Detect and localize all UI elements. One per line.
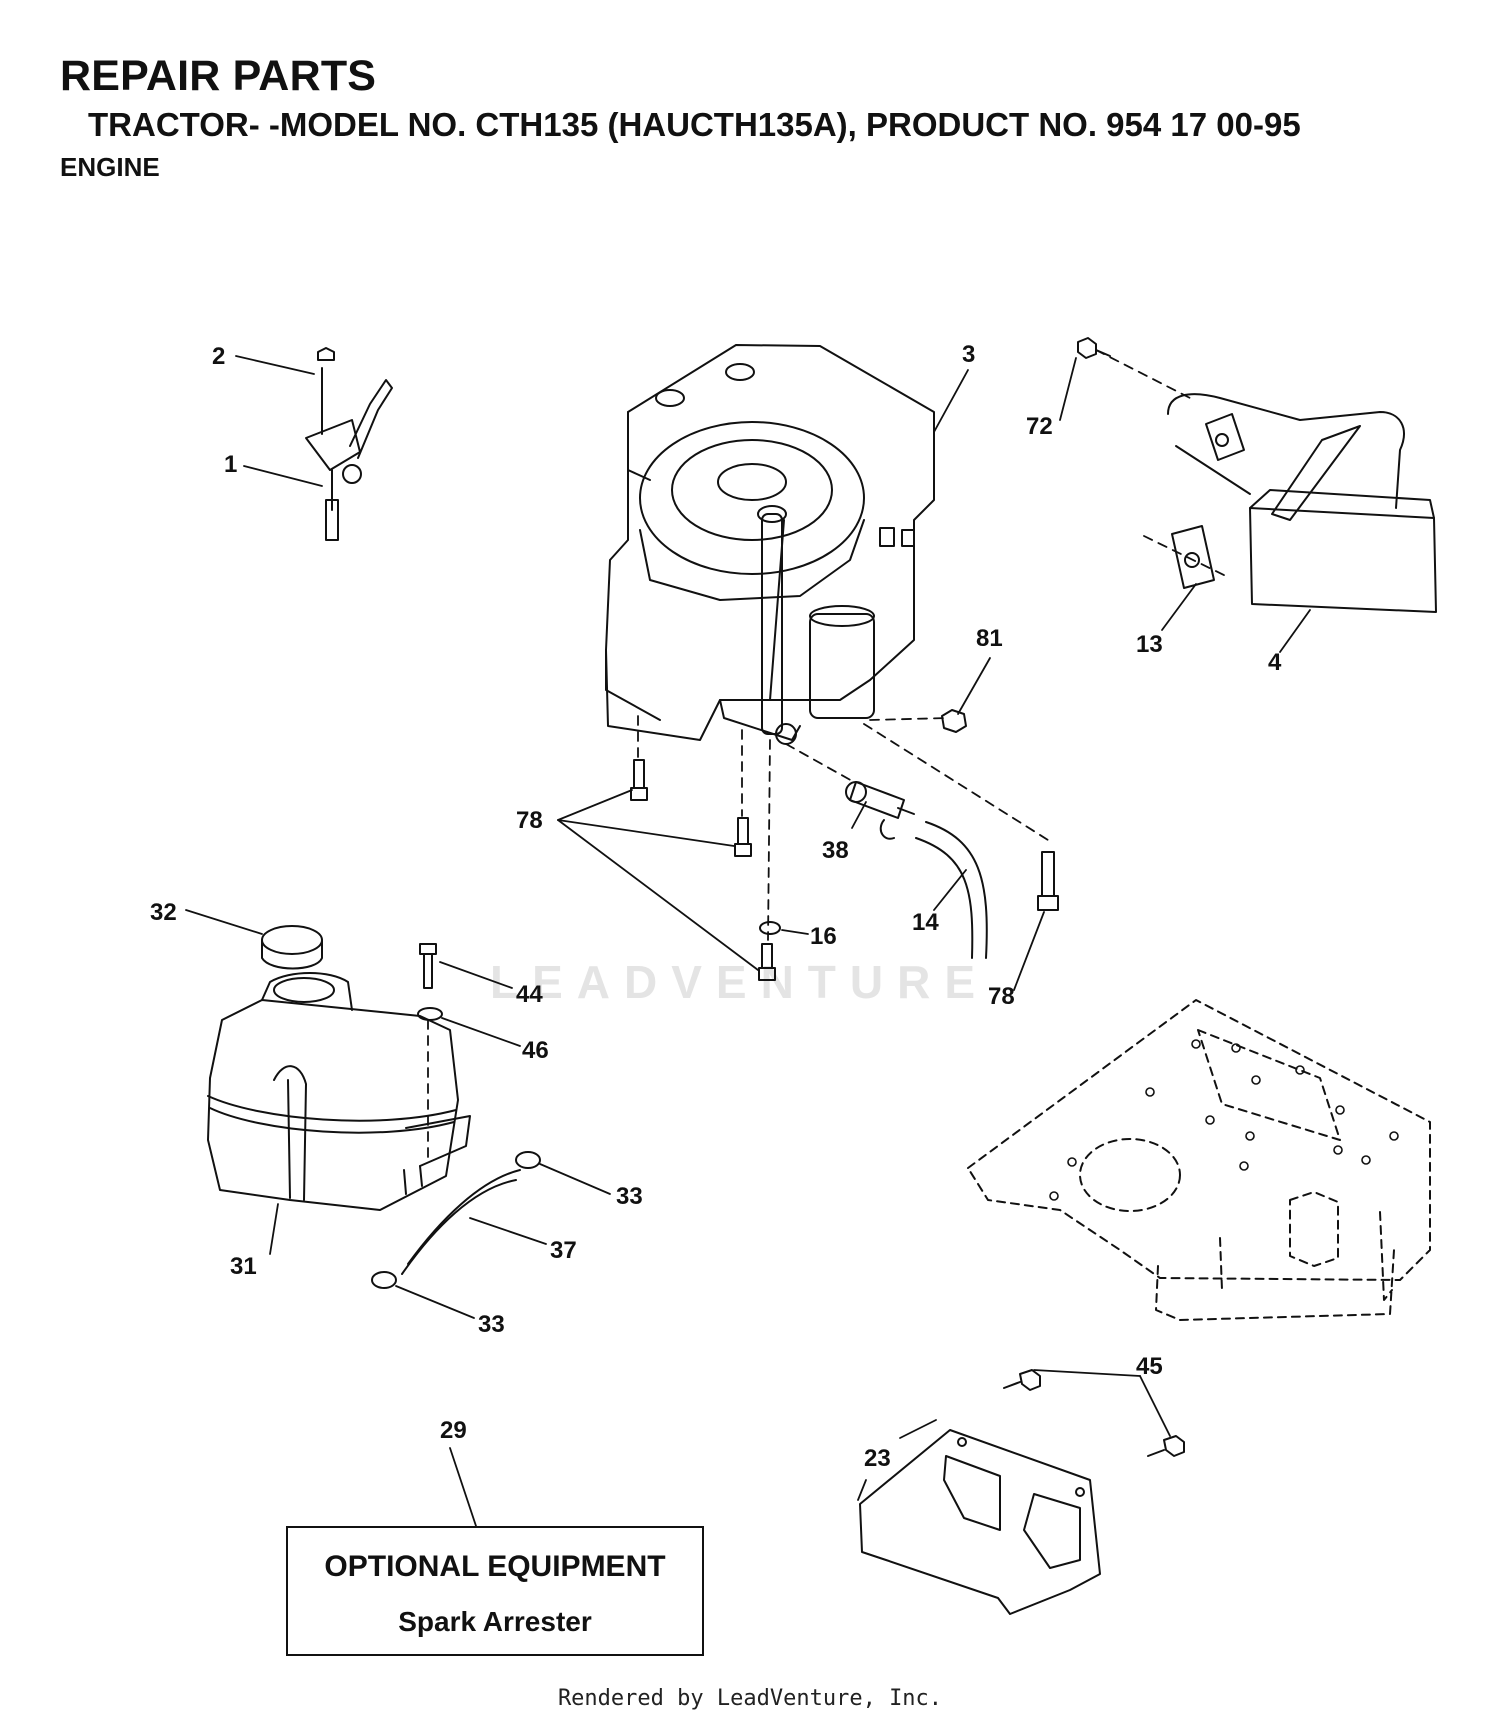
callout-29: 29 xyxy=(440,1417,467,1444)
callout-3: 3 xyxy=(962,341,975,368)
callout-2: 2 xyxy=(212,343,225,370)
section-label: ENGINE xyxy=(60,152,160,182)
engine-part[interactable] xyxy=(605,344,935,745)
washer-46-part[interactable] xyxy=(417,1007,443,1021)
callout-46: 46 xyxy=(522,1037,549,1064)
callout-81: 81 xyxy=(976,625,1003,652)
callout-1: 1 xyxy=(224,451,237,478)
callout-78-top: 78 xyxy=(516,807,543,834)
footer-credit: Rendered by LeadVenture, Inc. xyxy=(557,1686,943,1711)
fuel-line-14-part[interactable] xyxy=(915,821,988,959)
optional-equipment-box: OPTIONAL EQUIPMENT Spark Arrester xyxy=(286,1526,704,1656)
callout-32: 32 xyxy=(150,899,177,926)
callout-16: 16 xyxy=(810,923,837,950)
bolt-78-part[interactable] xyxy=(630,759,1059,981)
callout-33-bottom: 33 xyxy=(478,1311,505,1338)
hose-clamp-33-part[interactable] xyxy=(371,1151,541,1289)
chassis-frame-part[interactable] xyxy=(967,999,1431,1321)
callout-78-bottom: 78 xyxy=(988,983,1015,1010)
fuel-filter-part[interactable] xyxy=(845,781,915,840)
nut-81-part[interactable] xyxy=(941,709,967,733)
bolt-72-part[interactable] xyxy=(1077,337,1111,359)
callout-4: 4 xyxy=(1268,649,1282,676)
callout-37: 37 xyxy=(550,1237,577,1264)
fuel-line-37-part[interactable] xyxy=(401,1169,521,1275)
page-title: REPAIR PARTS xyxy=(60,52,377,100)
screw-44-part[interactable] xyxy=(419,943,437,989)
callout-13: 13 xyxy=(1136,631,1163,658)
callout-23: 23 xyxy=(864,1445,891,1472)
model-subtitle: TRACTOR- -MODEL NO. CTH135 (HAUCTH135A),… xyxy=(88,106,1301,143)
washer-16-part[interactable] xyxy=(759,921,781,935)
watermark: LEADVENTURE xyxy=(490,956,990,1008)
gasket-part[interactable] xyxy=(1171,525,1215,589)
callout-72: 72 xyxy=(1026,413,1053,440)
callout-31: 31 xyxy=(230,1253,257,1280)
spark-arrester-label: Spark Arrester xyxy=(398,1606,592,1637)
fuel-tank-part[interactable] xyxy=(207,972,471,1211)
engine-plate-part[interactable] xyxy=(859,1429,1101,1615)
callout-45: 45 xyxy=(1136,1353,1163,1380)
muffler-part[interactable] xyxy=(1167,393,1437,613)
throttle-bracket-part[interactable] xyxy=(305,347,393,541)
callout-14: 14 xyxy=(912,909,939,936)
optional-equipment-heading: OPTIONAL EQUIPMENT xyxy=(324,1550,666,1583)
callout-33-top: 33 xyxy=(616,1183,643,1210)
bolt-45-part[interactable] xyxy=(1003,1369,1185,1457)
fuel-cap-part[interactable] xyxy=(261,925,323,970)
callout-44: 44 xyxy=(516,981,543,1008)
callout-38: 38 xyxy=(822,837,849,864)
